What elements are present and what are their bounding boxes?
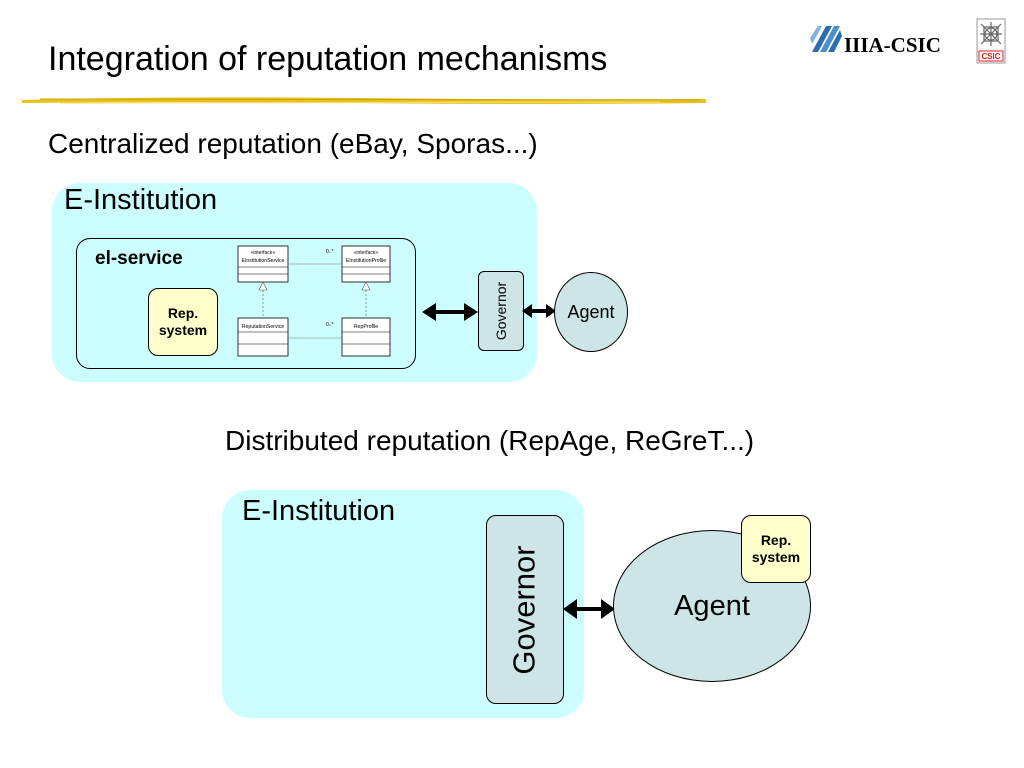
uml-class-einstitutionprofile: «interface» EInstitutionProfile xyxy=(341,245,391,283)
title-underline xyxy=(22,97,706,104)
central-governor: Governor xyxy=(478,271,524,351)
distributed-rep-system-line2: system xyxy=(751,549,801,565)
svg-text:RepProfile: RepProfile xyxy=(354,324,378,330)
svg-text:«interface»: «interface» xyxy=(354,250,379,256)
central-governor-label: Governor xyxy=(493,281,510,341)
uml-class-reputationservice: ReputationService xyxy=(237,317,289,357)
central-agent: Agent xyxy=(554,272,628,352)
distributed-rep-system-line1: Rep. xyxy=(760,532,792,549)
el-service-label: el-service xyxy=(95,248,183,269)
central-double-arrow-icon xyxy=(422,303,478,321)
iiia-logo-icon xyxy=(810,24,844,54)
uml-class-einstitutionservice: «interface» EInstitutionService xyxy=(237,245,289,283)
logo-text: IIIA-CSIC xyxy=(844,33,941,57)
distributed-agent-label: Agent xyxy=(674,589,750,622)
uml-multiplicity-bottom: 0..* xyxy=(326,322,334,328)
central-agent-arrow-icon xyxy=(522,304,556,318)
csic-logo-icon: CSIC xyxy=(976,18,1006,64)
svg-text:ReputationService: ReputationService xyxy=(242,324,285,330)
svg-text:EInstitutionProfile: EInstitutionProfile xyxy=(346,258,386,264)
distributed-governor-label: Governor xyxy=(507,544,543,675)
central-rep-system-line2: system xyxy=(158,322,208,338)
uml-class-diagram: «interface» EInstitutionService «interfa… xyxy=(237,245,391,357)
slide-title: Integration of reputation mechanisms xyxy=(48,40,608,78)
svg-text:«interface»: «interface» xyxy=(251,250,276,256)
svg-text:EInstitutionService: EInstitutionService xyxy=(242,258,285,264)
distributed-heading: Distributed reputation (RepAge, ReGreT..… xyxy=(225,425,755,456)
central-rep-system: Rep. system xyxy=(148,288,218,356)
distributed-double-arrow-icon xyxy=(563,599,615,619)
centralized-heading: Centralized reputation (eBay, Sporas...) xyxy=(48,128,538,159)
csic-label: CSIC xyxy=(981,52,1000,61)
distributed-institution-label: E-Institution xyxy=(242,495,396,527)
uml-class-repprofile: RepProfile xyxy=(341,317,391,357)
distributed-rep-system: Rep. system xyxy=(741,515,811,583)
uml-multiplicity-top: 0..* xyxy=(326,249,334,255)
centralized-institution-label: E-Institution xyxy=(64,184,218,216)
central-rep-system-line1: Rep. xyxy=(167,305,199,322)
distributed-governor: Governor xyxy=(486,515,564,704)
central-agent-label: Agent xyxy=(567,301,615,322)
